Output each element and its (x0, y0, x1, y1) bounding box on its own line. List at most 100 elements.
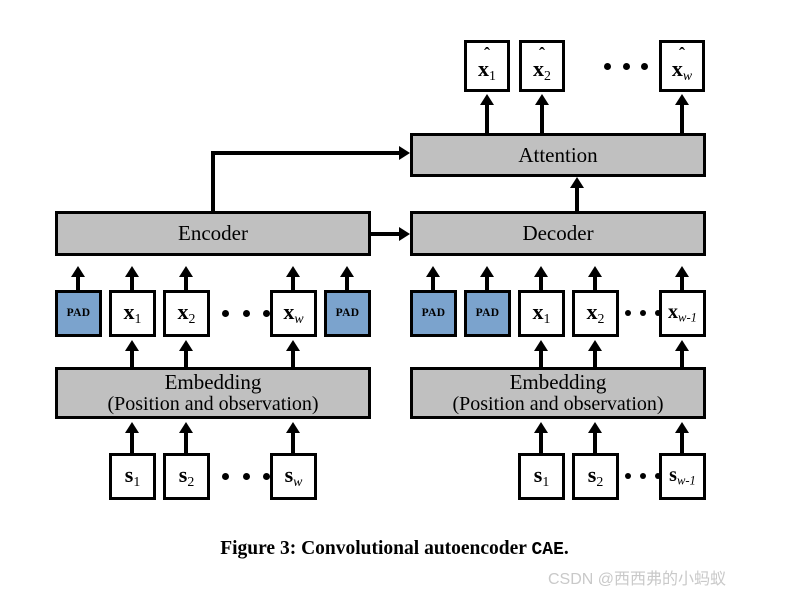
source-right-ellipsis (625, 472, 661, 480)
source-right-symbol-s2: s (587, 462, 597, 488)
decoder-input-symbol-x2: x (586, 299, 598, 325)
arrow-token-to-decoder-0 (431, 276, 435, 292)
arrow-source-to-embedding-left-1 (184, 432, 188, 454)
arrowhead-decoder-to-attention (570, 177, 584, 188)
arrowhead-embedding-to-x1-left (125, 340, 139, 351)
decoder-input-subscript-x1: 1 (543, 311, 551, 327)
output-token-1: ˆ x2 (519, 40, 565, 92)
arrowhead-token-to-decoder-4 (675, 266, 689, 277)
encoder-input-ellipsis (222, 309, 270, 317)
source-left-subscript-sw: w (293, 474, 303, 490)
output-subscript-1: 2 (544, 67, 551, 83)
arrowhead-attention-to-output-2 (675, 94, 689, 105)
arrow-source-to-embedding-right-0 (539, 432, 543, 454)
arrow-source-to-embedding-right-1 (593, 432, 597, 454)
source-left-subscript-s1: 1 (133, 474, 141, 490)
arrowhead-token-to-decoder-2 (534, 266, 548, 277)
output-symbol-2: x (671, 55, 683, 81)
decoder-input-pad-1: PAD (464, 290, 511, 337)
encoder-label: Encoder (178, 221, 248, 246)
decoder-to-attention-line (575, 187, 579, 212)
arrowhead-source-to-embedding-left-0 (125, 422, 139, 433)
source-left-token-s1: s1 (109, 453, 156, 500)
encoder-to-decoder-line (371, 232, 401, 236)
arrowhead-source-to-embedding-right-1 (588, 422, 602, 433)
attention-label: Attention (518, 142, 598, 167)
decoder-input-token-x2: x2 (572, 290, 619, 337)
source-right-subscript-sw1: w-1 (676, 473, 696, 488)
source-left-ellipsis (222, 472, 270, 480)
caption-acronym: CAE (531, 540, 564, 560)
encoder-input-token-xw: xw (270, 290, 317, 337)
encoder-to-attention-run (211, 151, 400, 155)
decoder-input-symbol-xw1: x (668, 301, 679, 324)
arrow-embedding-to-xw1-right (680, 350, 684, 368)
arrow-token-to-encoder-3 (291, 276, 295, 292)
arrowhead-embedding-to-xw-left (286, 340, 300, 351)
decoder-input-subscript-x2: 2 (597, 311, 605, 327)
source-left-symbol-s2: s (178, 462, 188, 488)
arrow-token-to-decoder-2 (539, 276, 543, 292)
decoder-input-ellipsis (625, 309, 661, 317)
decoder-input-token-x1: x1 (518, 290, 565, 337)
arrowhead-embedding-to-x2-right (588, 340, 602, 351)
arrow-attention-to-output-1 (540, 104, 544, 133)
arrow-token-to-encoder-4 (345, 276, 349, 292)
arrow-embedding-to-x2-right (593, 350, 597, 368)
arrow-source-to-embedding-left-0 (130, 432, 134, 454)
arrow-embedding-to-x2-left (184, 350, 188, 368)
embedding-right-line1: Embedding (509, 370, 607, 395)
arrow-embedding-to-x1-left (130, 350, 134, 368)
source-left-subscript-s2: 2 (187, 474, 195, 490)
arrowhead-token-to-decoder-1 (480, 266, 494, 277)
encoder-input-pad-right: PAD (324, 290, 371, 337)
arrowhead-source-to-embedding-right-2 (675, 422, 689, 433)
arrow-token-to-encoder-0 (76, 276, 80, 292)
hat-accent-2: ˆ (678, 44, 685, 65)
attention-block: Attention (410, 133, 706, 177)
arrowhead-encoder-to-decoder (399, 227, 410, 241)
pad-label: PAD (66, 307, 91, 320)
encoder-input-subscript-x2: 2 (188, 311, 196, 327)
source-left-symbol-s1: s (124, 462, 134, 488)
arrowhead-embedding-to-xw1-right (675, 340, 689, 351)
embedding-block-right: Embedding (Position and observation) (410, 367, 706, 419)
pad-label: PAD (335, 307, 360, 320)
csdn-watermark: CSDN @西西弗的小蚂蚁 (548, 571, 727, 588)
output-token-2: ˆ xw (659, 40, 705, 92)
arrowhead-token-to-encoder-0 (71, 266, 85, 277)
hat-accent-0: ˆ (483, 44, 490, 65)
encoder-to-attention-riser (211, 151, 215, 211)
embedding-right-line2: (Position and observation) (452, 392, 664, 415)
decoder-label: Decoder (522, 221, 594, 246)
arrow-token-to-decoder-1 (485, 276, 489, 292)
arrow-token-to-encoder-1 (130, 276, 134, 292)
output-symbol-0: x (478, 55, 490, 81)
decoder-input-token-xw1: xw-1 (659, 290, 706, 337)
output-symbol-1: x (533, 55, 545, 81)
source-right-symbol-sw1: s (669, 464, 677, 487)
arrowhead-token-to-decoder-0 (426, 266, 440, 277)
source-right-symbol-s1: s (533, 462, 543, 488)
decoder-block: Decoder (410, 211, 706, 256)
decoder-input-subscript-xw1: w-1 (678, 310, 697, 325)
encoder-input-symbol-xw: x (283, 299, 295, 325)
encoder-input-symbol-x2: x (177, 299, 189, 325)
encoder-input-symbol-x1: x (123, 299, 135, 325)
encoder-block: Encoder (55, 211, 371, 256)
arrowhead-token-to-encoder-4 (340, 266, 354, 277)
output-ellipsis (604, 62, 648, 70)
output-token-0: ˆ x1 (464, 40, 510, 92)
source-right-token-s1: s1 (518, 453, 565, 500)
caption-suffix: . (563, 538, 569, 559)
caption-prefix: Figure 3: Convolutional autoencoder (220, 538, 532, 559)
arrowhead-attention-to-output-0 (480, 94, 494, 105)
arrowhead-source-to-embedding-left-2 (286, 422, 300, 433)
arrow-attention-to-output-0 (485, 104, 489, 133)
source-right-token-s2: s2 (572, 453, 619, 500)
hat-accent-1: ˆ (538, 44, 545, 65)
encoder-input-subscript-x1: 1 (134, 311, 142, 327)
output-subscript-0: 1 (489, 67, 496, 83)
arrow-embedding-to-xw-left (291, 350, 295, 368)
arrow-token-to-decoder-4 (680, 276, 684, 292)
